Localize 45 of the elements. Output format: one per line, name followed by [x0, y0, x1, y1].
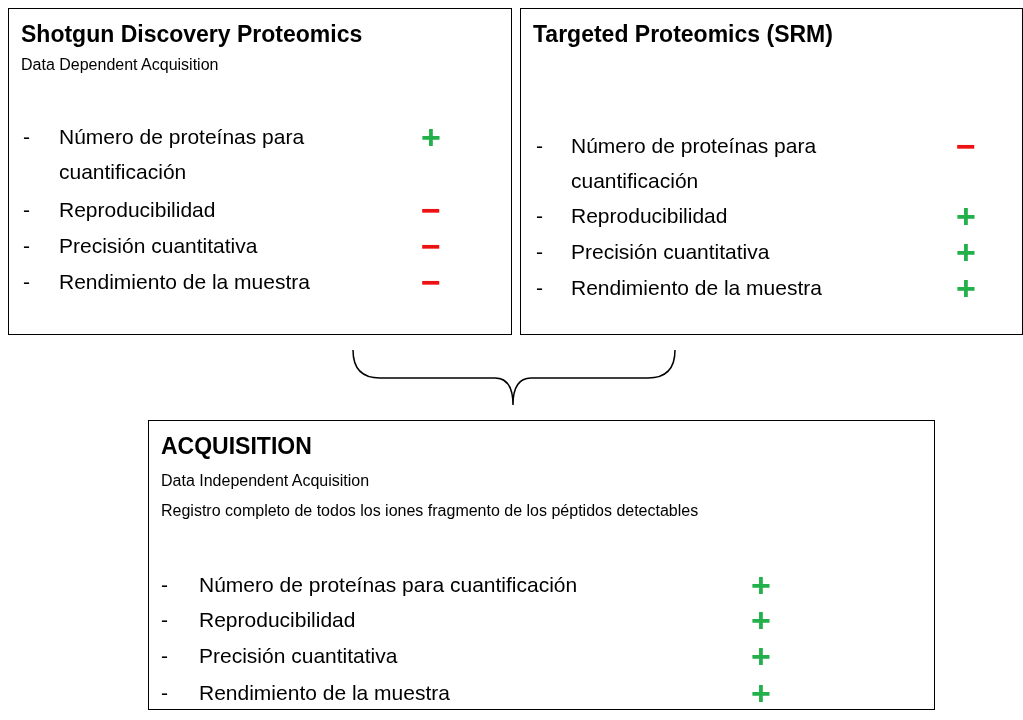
- box-heading: Shotgun Discovery Proteomics: [21, 21, 363, 48]
- rating-sign: −: [955, 129, 977, 164]
- list-bullet: -: [161, 643, 168, 669]
- list-item: Número de proteínas para cuantificación: [571, 133, 818, 194]
- box-heading: Targeted Proteomics (SRM): [533, 21, 833, 48]
- subtitle: Data Dependent Acquisition: [21, 56, 219, 74]
- list-item: Número de proteínas para cuantificación: [199, 572, 579, 598]
- rating-sign: −: [420, 229, 442, 264]
- rating-sign: +: [750, 639, 772, 674]
- subtitle: Data Independent Acquisition: [161, 472, 370, 490]
- rating-sign: +: [955, 199, 977, 234]
- list-bullet: -: [23, 124, 30, 150]
- subtitle: Registro completo de todos los iones fragmento de los péptidos detectables: [161, 502, 699, 520]
- rating-sign: +: [750, 568, 772, 603]
- box-heading: ACQUISITION: [161, 433, 312, 460]
- list-bullet: -: [536, 275, 543, 301]
- list-item: Reproducibilidad: [199, 607, 357, 633]
- list-item: Reproducibilidad: [59, 197, 217, 223]
- list-item: Precisión cuantitativa: [199, 643, 399, 669]
- list-bullet: -: [161, 680, 168, 706]
- list-item: Precisión cuantitativa: [571, 239, 771, 265]
- list-item: Rendimiento de la muestra: [199, 680, 451, 706]
- list-bullet: -: [23, 197, 30, 223]
- list-item: Reproducibilidad: [571, 203, 729, 229]
- rating-sign: +: [955, 235, 977, 270]
- text-box: [8, 8, 512, 335]
- list-item: Rendimiento de la muestra: [59, 269, 311, 295]
- rating-sign: +: [420, 120, 442, 155]
- rating-sign: +: [955, 271, 977, 306]
- rating-sign: +: [750, 603, 772, 638]
- list-bullet: -: [23, 269, 30, 295]
- list-item: Rendimiento de la muestra: [571, 275, 823, 301]
- text-box: [148, 420, 935, 710]
- list-bullet: -: [536, 203, 543, 229]
- rating-sign: +: [750, 676, 772, 711]
- list-bullet: -: [536, 133, 543, 159]
- list-item: Número de proteínas para cuantificación: [59, 124, 306, 185]
- list-bullet: -: [536, 239, 543, 265]
- list-bullet: -: [161, 607, 168, 633]
- list-bullet: -: [161, 572, 168, 598]
- rating-sign: −: [420, 265, 442, 300]
- list-item: Precisión cuantitativa: [59, 233, 259, 259]
- rating-sign: −: [420, 193, 442, 228]
- text-box: [520, 8, 1023, 335]
- list-bullet: -: [23, 233, 30, 259]
